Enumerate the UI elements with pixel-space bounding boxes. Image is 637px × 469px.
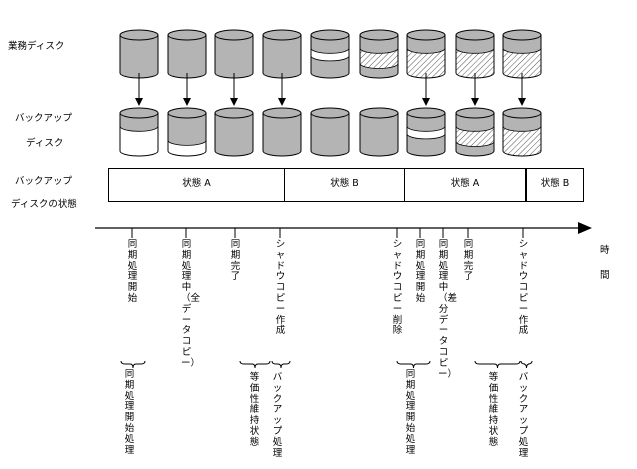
backup-state-label-line1: バックアップ (15, 176, 73, 187)
phase-bracket (396, 360, 431, 369)
state-box: 状態 A (108, 168, 285, 202)
event-label: 同期処理中（全データコピー） (181, 239, 201, 369)
business-disk-label: 業務ディスク (8, 41, 65, 52)
business-disk (167, 29, 207, 79)
backup-state-label-line2: ディスクの状態 (11, 199, 77, 210)
event-label: 同期処理開始 (127, 239, 138, 304)
phase-bracket (239, 360, 271, 369)
event-label: 同期完了 (463, 239, 474, 283)
time-label-line1: 時 (600, 245, 610, 256)
event-label: シャドウコピー作成 (275, 239, 286, 337)
bracket-label: バックアップ処理 (518, 372, 529, 459)
time-axis-arrowhead (578, 222, 592, 234)
phase-bracket (271, 360, 291, 369)
phase-bracket (474, 360, 521, 369)
business-disk (310, 29, 350, 79)
event-label: 同期処理開始 (415, 239, 426, 304)
backup-disk-label-line1: バックアップ (15, 113, 73, 124)
event-label: シャドウコピー作成 (518, 239, 529, 337)
state-label: 状態 A (182, 178, 211, 189)
business-disk (455, 29, 495, 79)
backup-disk (119, 107, 159, 157)
state-box: 状態 B (284, 168, 405, 202)
backup-disk (167, 107, 207, 157)
bracket-label: 等価性維持状態 (249, 372, 260, 448)
backup-disk (502, 107, 542, 157)
backup-disk (262, 107, 302, 157)
backup-disk (455, 107, 495, 157)
backup-disk (406, 107, 446, 157)
time-label-line2: 間 (600, 270, 610, 281)
business-disk (502, 29, 542, 79)
backup-disk (359, 107, 399, 157)
backup-disk (214, 107, 254, 157)
state-label: 状態 A (450, 178, 480, 189)
phase-bracket (520, 360, 533, 369)
phase-bracket (120, 360, 146, 369)
bracket-label: 同期処理開始処理 (124, 369, 135, 456)
event-label: 同期処理中（差分データコピー） (438, 239, 458, 380)
event-label: シャドウコピー削除 (392, 239, 403, 337)
bracket-label: 同期処理開始処理 (405, 369, 416, 456)
state-box: 状態 B (526, 168, 584, 202)
business-disk (406, 29, 446, 79)
state-box: 状態 A (404, 168, 526, 202)
event-label: 同期完了 (230, 239, 241, 283)
business-disk (119, 29, 159, 79)
business-disk (359, 29, 399, 79)
state-label: 状態 B (330, 178, 359, 189)
bracket-label: 等価性維持状態 (488, 372, 499, 448)
bracket-label: バックアップ処理 (272, 372, 283, 459)
business-disk (214, 29, 254, 79)
business-disk (262, 29, 302, 79)
backup-disk-label-line2: ディスク (26, 138, 64, 149)
backup-disk (310, 107, 350, 157)
state-label: 状態 B (540, 178, 570, 189)
